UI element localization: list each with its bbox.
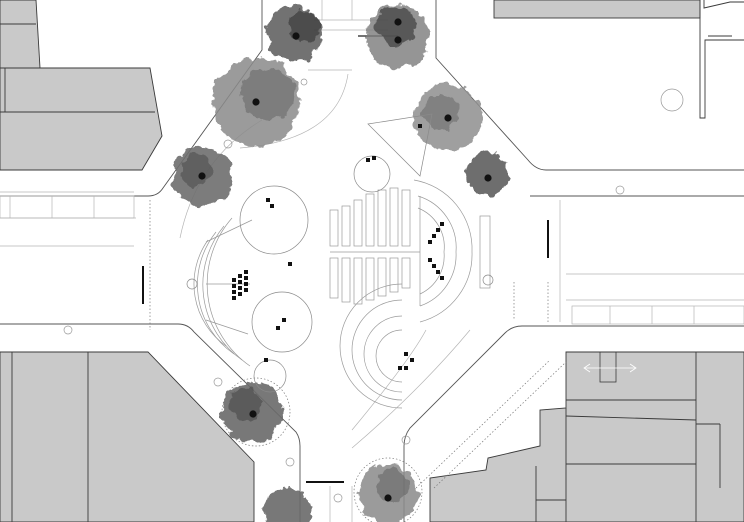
tree-trunk [198, 172, 206, 180]
tree-trunk [249, 410, 257, 418]
building-bottom-left [0, 351, 255, 522]
building-top-right [493, 0, 701, 19]
tree-trunk [484, 174, 492, 182]
half-circle-seats-south [339, 283, 403, 409]
tree-trunk [384, 494, 392, 502]
building-bottom-right [429, 351, 744, 522]
amphitheatre-east [329, 113, 494, 409]
tree-trunk [252, 98, 260, 106]
light-poles [63, 78, 684, 503]
amphitheatre-west [186, 185, 313, 393]
tree [466, 152, 510, 196]
tree-trunk [394, 18, 402, 26]
building-top-left [0, 0, 163, 171]
tree [358, 464, 418, 522]
tree-trunk [394, 36, 402, 44]
bench-rows [329, 179, 491, 323]
tree-trunk [292, 32, 300, 40]
seating-marks [232, 124, 444, 370]
tree [366, 4, 430, 68]
street-trees [172, 4, 510, 522]
bollard-bars [142, 220, 549, 483]
tree-trunk [444, 114, 452, 122]
tree [264, 488, 312, 522]
